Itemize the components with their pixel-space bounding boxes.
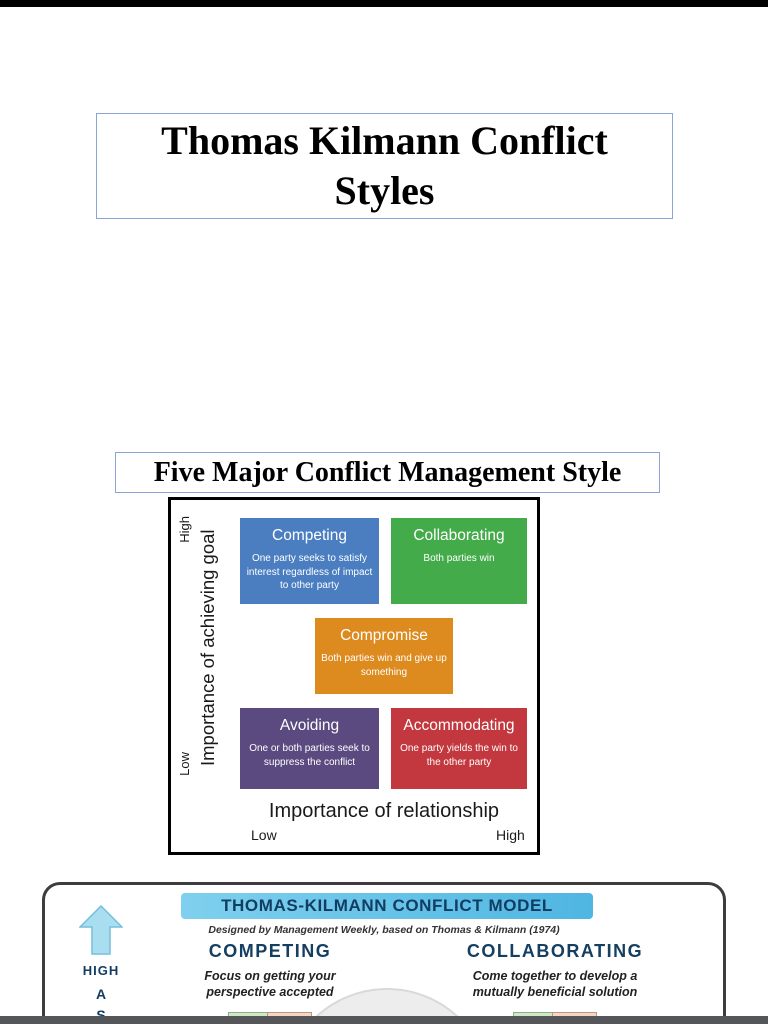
tki-infographic-card: THOMAS-KILMANN CONFLICT MODEL Designed b… — [42, 882, 726, 1024]
document-title-box: Thomas Kilmann Conflict Styles — [96, 113, 673, 219]
collaborating-description: Come together to develop a mutually bene… — [472, 969, 638, 1000]
conflict-matrix-diagram: Importance of achieving goal High Low Co… — [168, 497, 540, 855]
top-divider-bar — [0, 0, 768, 7]
section-title-box: Five Major Conflict Management Style — [115, 452, 660, 493]
matrix-box-desc: Both parties win and give up something — [321, 653, 447, 678]
matrix-y-high-label: High — [177, 516, 192, 543]
high-label: HIGH — [82, 963, 120, 978]
matrix-box-desc: One party seeks to satisfy interest rega… — [246, 553, 373, 591]
matrix-box-desc: One or both parties seek to suppress the… — [249, 743, 370, 768]
matrix-box-title: Avoiding — [279, 717, 340, 734]
matrix-box-accommodating: Accommodating One party yields the win t… — [391, 708, 527, 789]
up-arrow-icon — [78, 904, 124, 955]
matrix-box-title: Compromise — [340, 627, 428, 644]
competing-description: Focus on getting your perspective accept… — [204, 969, 336, 1000]
competing-heading: COMPETING — [208, 941, 332, 961]
infographic-banner: THOMAS-KILMANN CONFLICT MODEL — [181, 893, 593, 919]
matrix-box-collaborating: Collaborating Both parties win — [391, 518, 527, 604]
matrix-box-title: Competing — [272, 527, 347, 544]
bottom-divider-bar — [0, 1016, 768, 1024]
matrix-box-title: Collaborating — [413, 527, 505, 544]
competing-column: COMPETING Focus on getting your perspect… — [145, 941, 395, 1024]
assertiveness-label: ASSERTIVENESS — [93, 986, 109, 1024]
matrix-box-compromise: Compromise Both parties win and give up … — [315, 618, 453, 694]
matrix-box-desc: One party yields the win to the other pa… — [400, 743, 518, 768]
assertiveness-axis: HIGH ASSERTIVENESS — [75, 904, 127, 1024]
section-title: Five Major Conflict Management Style — [153, 456, 622, 488]
matrix-box-title: Accommodating — [403, 717, 515, 734]
collaborating-column: COLLABORATING Come together to develop a… — [430, 941, 680, 1024]
matrix-box-avoiding: Avoiding One or both parties seek to sup… — [240, 708, 379, 789]
matrix-box-desc: Both parties win — [423, 553, 495, 564]
matrix-x-low-label: Low — [251, 827, 277, 843]
document-title: Thomas Kilmann Conflict Styles — [161, 118, 608, 213]
matrix-box-competing: Competing One party seeks to satisfy int… — [240, 518, 379, 604]
matrix-y-low-label: Low — [177, 752, 192, 776]
matrix-y-axis-label: Importance of achieving goal — [197, 529, 218, 766]
matrix-x-axis-label: Importance of relationship — [268, 800, 500, 822]
collaborating-heading: COLLABORATING — [466, 941, 644, 961]
matrix-x-high-label: High — [496, 827, 525, 843]
infographic-credit: Designed by Management Weekly, based on … — [208, 924, 560, 936]
